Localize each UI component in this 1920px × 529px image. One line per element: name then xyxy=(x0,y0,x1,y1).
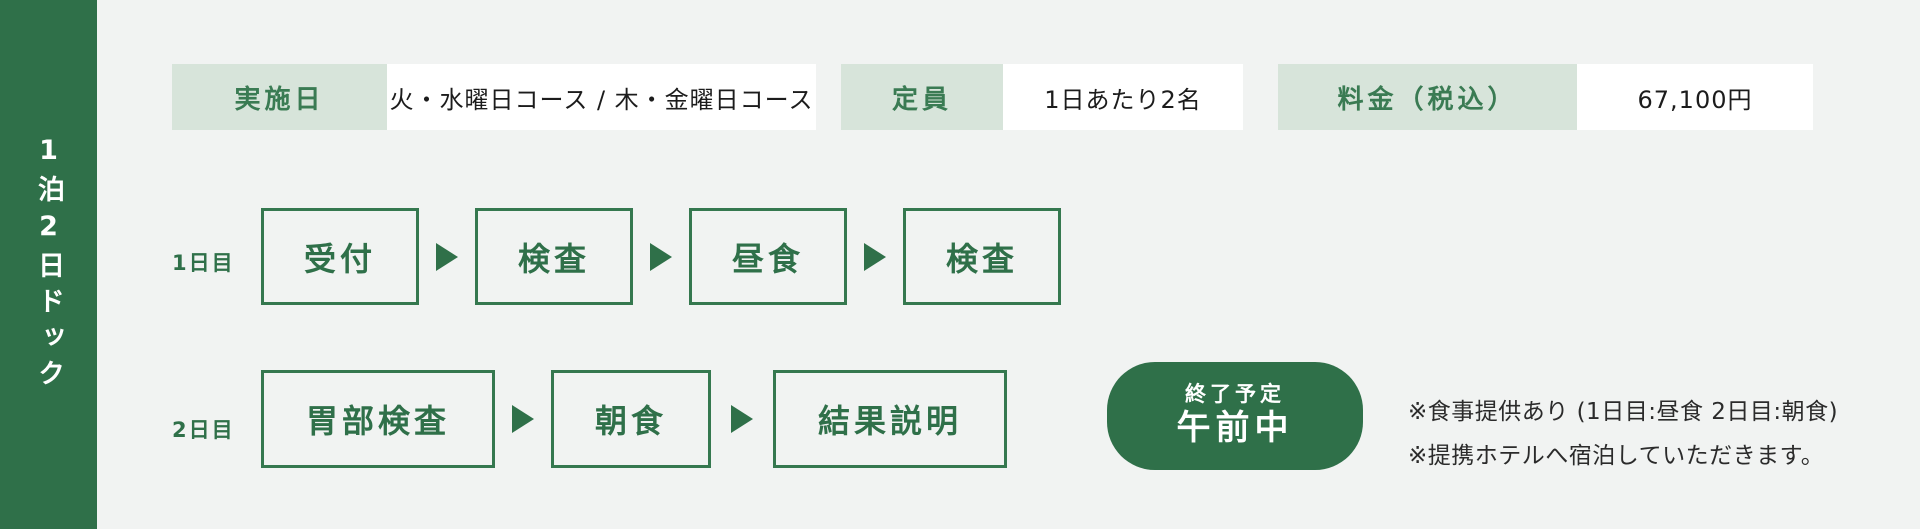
day1-flow: 受付 検査 昼食 検査 xyxy=(261,208,1061,305)
info-label-price: 料金（税込） xyxy=(1278,64,1577,130)
day2-step-breakfast: 朝食 xyxy=(551,370,711,468)
footnote-hotel: ※提携ホテルへ宿泊していただきます。 xyxy=(1408,443,1825,469)
day2-flow: 胃部検査 朝食 結果説明 xyxy=(261,370,1007,468)
info-label-capacity: 定員 xyxy=(841,64,1003,130)
day1-step-exam1: 検査 xyxy=(475,208,633,305)
info-label-date: 実施日 xyxy=(172,64,387,130)
info-cell-date: 実施日 火・水曜日コース / 木・金曜日コース xyxy=(172,64,816,130)
day1-step-reception: 受付 xyxy=(261,208,419,305)
arrow-right-icon xyxy=(436,242,458,271)
arrow-right-icon xyxy=(512,405,534,433)
arrow-right-icon xyxy=(731,405,753,433)
day2-step-results: 結果説明 xyxy=(773,370,1007,468)
info-cell-price: 料金（税込） 67,100円 xyxy=(1278,64,1813,130)
info-value-price: 67,100円 xyxy=(1577,64,1813,130)
info-cell-capacity: 定員 1日あたり2名 xyxy=(841,64,1243,130)
day2-label: 2日目 xyxy=(172,418,235,442)
footnote-meals: ※食事提供あり (1日目:昼食 2日目:朝食) xyxy=(1408,399,1839,425)
day1-step-lunch: 昼食 xyxy=(689,208,847,305)
finish-time-badge-value: 午前中 xyxy=(1176,408,1294,449)
day1-step-exam2: 検査 xyxy=(903,208,1061,305)
info-value-capacity: 1日あたり2名 xyxy=(1003,64,1243,130)
footnotes: ※食事提供あり (1日目:昼食 2日目:朝食) ※提携ホテルへ宿泊していただきま… xyxy=(1408,390,1838,478)
finish-time-badge-title: 終了予定 xyxy=(1185,382,1285,407)
arrow-right-icon xyxy=(864,242,886,271)
day2-step-stomach-exam: 胃部検査 xyxy=(261,370,495,468)
day1-label: 1日目 xyxy=(172,251,235,275)
plan-title: 1泊2日ドック xyxy=(33,134,64,395)
finish-time-badge: 終了予定 午前中 xyxy=(1107,362,1363,470)
info-value-date: 火・水曜日コース / 木・金曜日コース xyxy=(387,64,816,130)
arrow-right-icon xyxy=(650,242,672,271)
plan-title-banner: 1泊2日ドック xyxy=(0,0,97,529)
